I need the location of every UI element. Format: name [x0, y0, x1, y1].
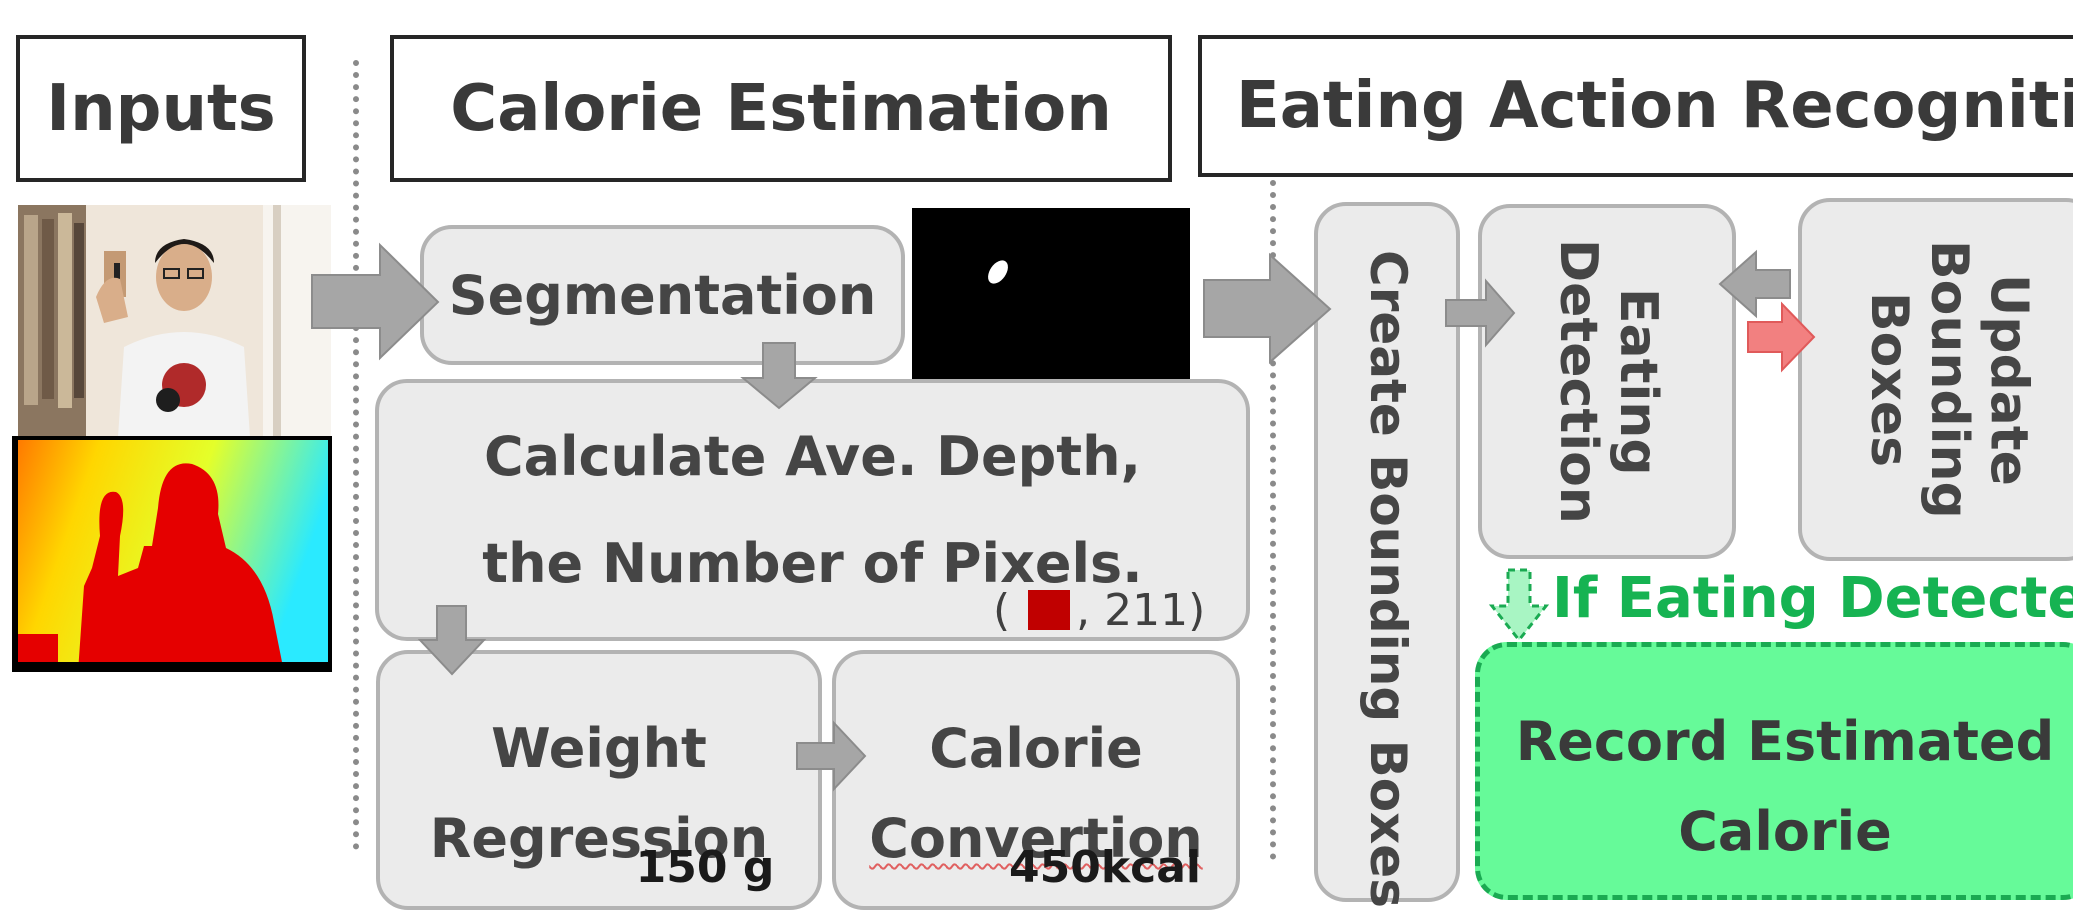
arrows-layer: [311, 242, 1816, 792]
arrow-mask-to-create-boxes: [1203, 252, 1332, 365]
update-boxes-text: Update Bounding Boxes: [1858, 240, 2039, 519]
arrow-eating-to-update: [1747, 301, 1816, 373]
eating-detection-box: Eating Detection: [1478, 204, 1736, 559]
arrow-update-to-eating: [1718, 249, 1791, 319]
depth-pixels-box: Calculate Ave. Depth, the Number of Pixe…: [375, 379, 1250, 641]
update-line-2: Bounding: [1918, 240, 1979, 519]
segmentation-box: Segmentation: [420, 225, 905, 365]
calorie-conversion-box: Calorie Convertion: [832, 650, 1240, 910]
pixel-note-open: (: [993, 584, 1011, 636]
segmentation-label: Segmentation: [448, 263, 877, 327]
arrow-if-detected: [1488, 568, 1550, 643]
arrow-depth-to-weight: [417, 605, 487, 676]
divider-inputs-calorie: [353, 60, 359, 850]
record-line-1: Record Estimated: [1515, 710, 2055, 773]
header-calorie-estimation: Calorie Estimation: [390, 35, 1172, 182]
eating-line-2: Detection: [1548, 239, 1608, 524]
divider-calorie-eating: [1270, 180, 1276, 860]
update-line-3: Boxes: [1859, 291, 1920, 468]
depth-line-1: Calculate Ave. Depth,: [483, 425, 1142, 488]
eating-detection-text: Eating Detection: [1547, 239, 1668, 524]
header-calorie-label: Calorie Estimation: [450, 71, 1112, 146]
arrow-weight-to-calorie: [796, 720, 867, 792]
arrow-segmentation-to-depth: [740, 342, 818, 410]
rgb-input-image: [18, 205, 331, 437]
update-bounding-boxes-box: Update Bounding Boxes: [1798, 198, 2073, 561]
create-boxes-label: Create Bounding Boxes: [1358, 250, 1417, 908]
red-swatch: [1028, 590, 1071, 630]
depth-line-2: the Number of Pixels.: [482, 532, 1143, 595]
calorie-line-1: Calorie: [929, 717, 1143, 780]
weight-line-2: Regression: [429, 807, 769, 870]
pixel-note-value: , 211): [1076, 584, 1206, 636]
header-inputs: Inputs: [16, 35, 306, 182]
arrow-inputs-to-segmentation: [311, 242, 440, 361]
eating-line-1: Eating: [1607, 287, 1668, 476]
header-eating-label: Eating Action Recognition: [1236, 69, 2073, 143]
arrow-create-to-eating: [1445, 278, 1516, 348]
record-line-2: Calorie: [1678, 800, 1892, 863]
header-eating-action-recognition: Eating Action Recognition: [1198, 35, 2073, 177]
header-inputs-label: Inputs: [46, 71, 276, 146]
create-bounding-boxes-box: Create Bounding Boxes: [1314, 202, 1460, 908]
weight-line-1: Weight: [491, 717, 707, 780]
record-calorie-box: Record Estimated Calorie: [1475, 642, 2073, 900]
if-eating-detected-label: If Eating Detected: [1552, 566, 2073, 631]
depth-input-image: [12, 436, 332, 672]
calorie-line-2: Convertion: [869, 807, 1203, 870]
pixel-count-note: ( , 211): [993, 582, 1205, 638]
update-line-1: Update: [1978, 273, 2039, 486]
